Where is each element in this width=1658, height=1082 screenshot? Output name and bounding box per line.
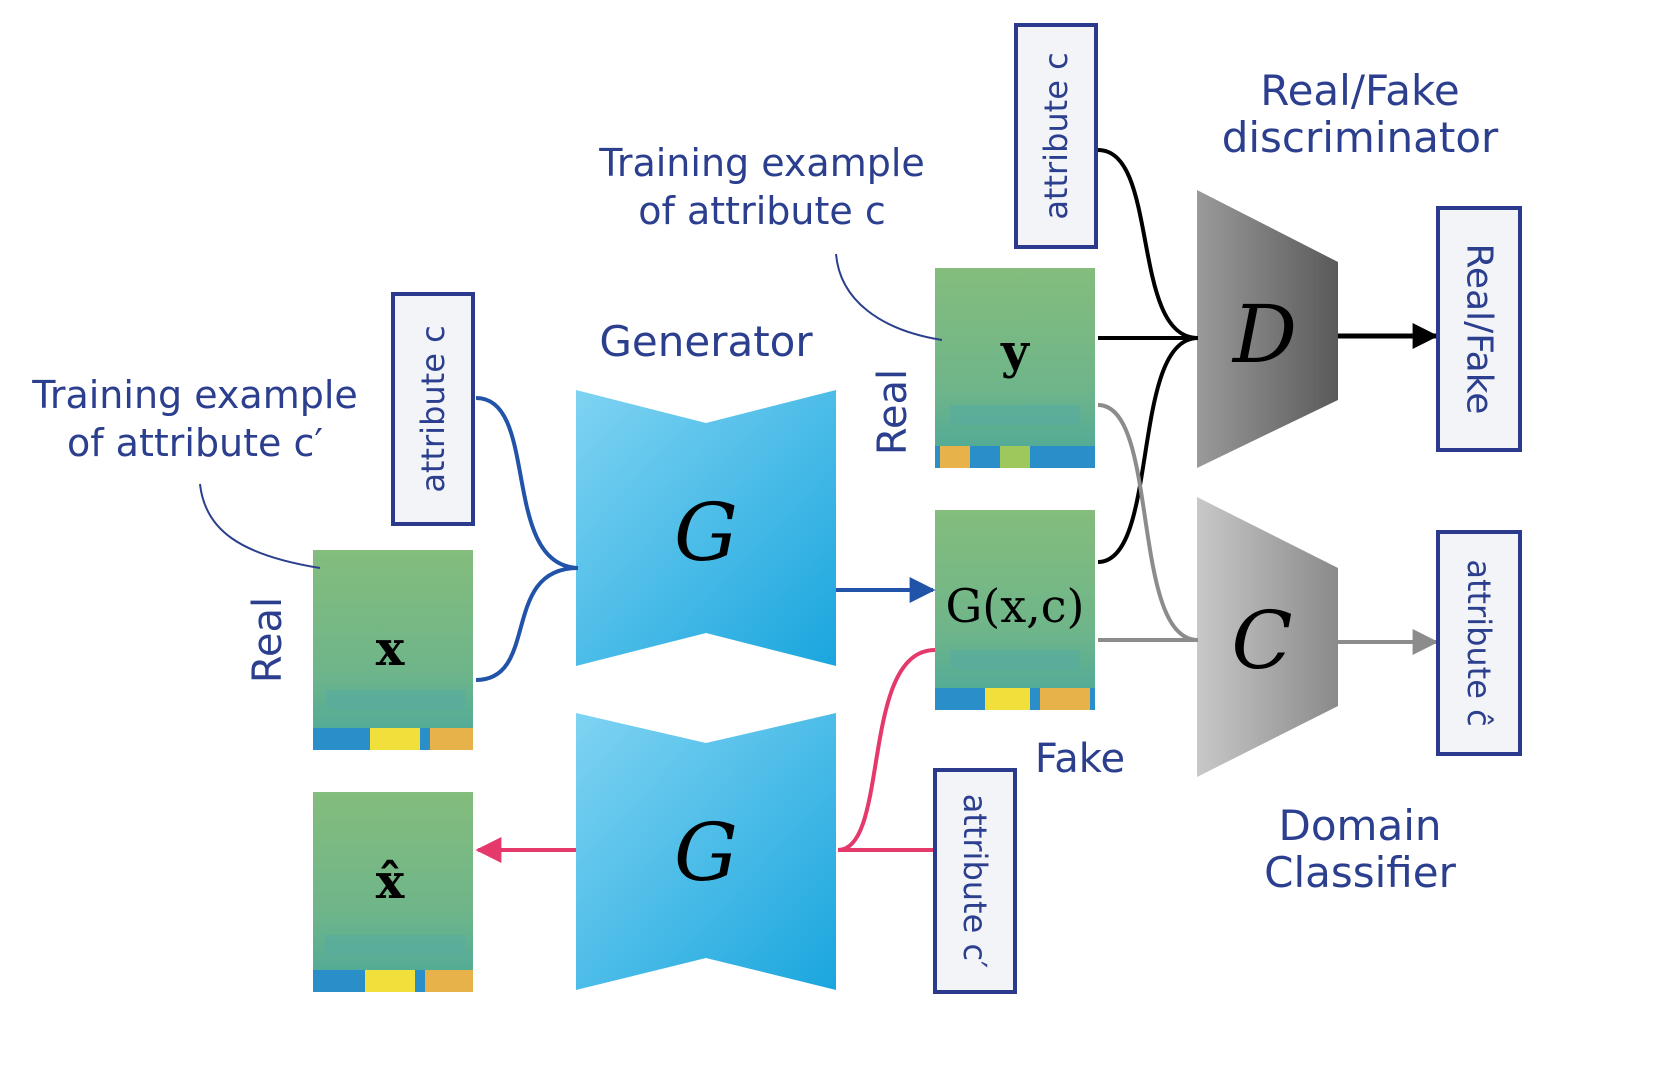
generator-shape-top [576, 390, 836, 666]
label-discriminator-line1: Real/Fake [1260, 66, 1459, 115]
label-classifier-line1: Domain [1279, 801, 1442, 850]
label-training-c-line2: of attribute c [638, 189, 885, 233]
attr-box-c-discriminator: attribute c [1014, 23, 1098, 249]
generator-shape-bottom [576, 713, 836, 990]
label-training-c-line1: Training example [598, 141, 925, 185]
label-real-y: Real [870, 369, 916, 455]
symbol-x: x [376, 621, 405, 677]
symbol-y: y [1000, 324, 1031, 380]
symbol-gxc: G(x,c) [946, 579, 1085, 633]
output-box-attr-chat: attribute ĉ [1436, 530, 1522, 756]
label-training-cprime-line2: of attribute c′ [67, 421, 323, 465]
spectrogram-gxc [935, 510, 1095, 710]
attr-box-cprime: attribute c′ [933, 768, 1017, 994]
connector-gxc-to-discriminator [1097, 336, 1199, 564]
spectrogram-x [313, 550, 473, 750]
connector-y-to-classifier [1097, 403, 1199, 642]
pointer-training-c [835, 253, 943, 341]
label-classifier-line2: Classifier [1264, 848, 1456, 897]
symbol-xhat: x̂ [376, 854, 405, 910]
attr-box-cprime-label: attribute c′ [956, 794, 994, 969]
attr-box-c-generator-label: attribute c [414, 325, 452, 492]
discriminator-shape [1197, 190, 1338, 468]
label-fake: Fake [1035, 736, 1125, 782]
symbol-cls: C [1231, 594, 1292, 687]
output-box-realfake: Real/Fake [1436, 206, 1522, 452]
attr-box-c-generator: attribute c [391, 292, 475, 526]
symbol-gen2: G [674, 806, 738, 899]
connector-attr-c-to-generator [475, 396, 579, 570]
pointer-training-cprime [199, 483, 321, 569]
label-real-x: Real [245, 597, 291, 683]
classifier-shape [1197, 497, 1338, 777]
output-box-realfake-label: Real/Fake [1459, 244, 1500, 415]
spectrogram-xhat [313, 792, 473, 992]
symbol-gen1: G [674, 486, 738, 579]
connector-x-to-generator [475, 566, 579, 682]
label-discriminator-line2: discriminator [1222, 113, 1499, 162]
label-generator: Generator [599, 317, 813, 366]
connector-attr-c-to-discriminator [1097, 148, 1199, 340]
output-box-attr-chat-label: attribute ĉ [1460, 559, 1498, 726]
connector-gxc-to-generator2 [837, 648, 936, 852]
label-training-cprime-line1: Training example [31, 373, 358, 417]
symbol-disc: D [1231, 288, 1297, 381]
attr-box-c-discriminator-label: attribute c [1037, 52, 1075, 219]
spectrogram-y [935, 268, 1095, 468]
